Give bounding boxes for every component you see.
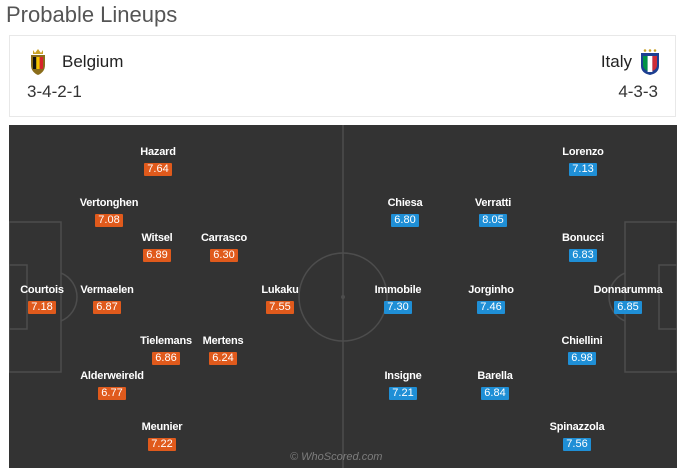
player-name: Immobile [374,284,422,296]
player-away[interactable]: Verratti 8.05 [453,196,533,228]
player-rating: 6.89 [143,249,171,262]
player-rating: 7.64 [144,163,172,176]
player-rating: 7.08 [95,214,123,227]
player-home[interactable]: Lukaku 7.55 [240,283,320,315]
player-name: Barella [477,370,513,382]
player-rating: 6.87 [93,301,121,314]
player-name: Witsel [141,232,173,244]
player-name: Meunier [141,421,183,433]
player-name: Alderweireld [80,370,144,382]
player-name: Lorenzo [562,146,604,158]
player-rating: 7.56 [563,438,591,451]
page-title: Probable Lineups [6,2,178,27]
player-rating: 7.55 [266,301,294,314]
player-away[interactable]: Bonucci 6.83 [543,231,623,263]
player-rating: 7.46 [477,301,505,314]
player-away[interactable]: Barella 6.84 [455,369,535,401]
player-away[interactable]: Donnarumma 6.85 [588,283,668,315]
player-rating: 7.30 [384,301,412,314]
player-name: Chiesa [387,197,423,209]
home-team-name[interactable]: Belgium [62,52,124,71]
player-name: Mertens [202,335,244,347]
player-away[interactable]: Chiellini 6.98 [542,334,622,366]
player-rating: 6.85 [614,301,642,314]
player-rating: 6.24 [209,352,237,365]
player-home[interactable]: Carrasco 6.30 [184,231,264,263]
lineup-header: Belgium 3-4-2-1 Italy 4-3-3 [9,35,676,117]
italy-crest-icon [641,49,659,75]
player-rating: 7.21 [389,387,417,400]
player-name: Courtois [20,284,64,296]
player-away[interactable]: Jorginho 7.46 [451,283,531,315]
player-rating: 6.83 [569,249,597,262]
watermark: © WhoScored.com [290,451,383,463]
player-rating: 7.18 [28,301,56,314]
player-home[interactable]: Witsel 6.89 [117,231,197,263]
player-name: Bonucci [562,232,604,244]
player-rating: 6.80 [391,214,419,227]
player-home[interactable]: Hazard 7.64 [118,145,198,177]
home-formation: 3-4-2-1 [27,82,82,101]
belgium-crest-icon [31,49,45,75]
player-home[interactable]: Vertonghen 7.08 [69,196,149,228]
player-rating: 7.13 [569,163,597,176]
player-name: Chiellini [561,335,603,347]
player-name: Spinazzola [549,421,605,433]
player-rating: 6.98 [568,352,596,365]
player-name: Carrasco [200,232,248,244]
player-rating: 6.77 [98,387,126,400]
player-rating: 8.05 [479,214,507,227]
player-name: Vertonghen [79,197,139,209]
player-name: Donnarumma [593,284,663,296]
player-name: Insigne [384,370,422,382]
pitch-markings [9,125,677,468]
away-team-name[interactable]: Italy [600,52,632,71]
player-name: Tielemans [140,335,192,347]
pitch: Hazard 7.64 Vertonghen 7.08 Witsel 6.89 … [9,125,677,468]
player-away[interactable]: Spinazzola 7.56 [537,420,617,452]
player-name: Verratti [474,197,512,209]
player-rating: 6.30 [210,249,238,262]
player-name: Hazard [140,146,176,158]
player-rating: 6.84 [481,387,509,400]
player-away[interactable]: Immobile 7.30 [358,283,438,315]
player-home[interactable]: Tielemans 6.86 [126,334,206,366]
player-away[interactable]: Chiesa 6.80 [365,196,445,228]
player-name: Vermaelen [80,284,134,296]
player-home[interactable]: Mertens 6.24 [183,334,263,366]
player-name: Lukaku [261,284,299,296]
player-rating: 7.22 [148,438,176,451]
player-name: Jorginho [468,284,514,296]
player-away[interactable]: Insigne 7.21 [363,369,443,401]
player-home[interactable]: Vermaelen 6.87 [67,283,147,315]
away-formation: 4-3-3 [618,82,658,101]
player-away[interactable]: Lorenzo 7.13 [543,145,623,177]
player-home[interactable]: Courtois 7.18 [2,283,82,315]
player-home[interactable]: Meunier 7.22 [122,420,202,452]
player-rating: 6.86 [152,352,180,365]
player-home[interactable]: Alderweireld 6.77 [72,369,152,401]
